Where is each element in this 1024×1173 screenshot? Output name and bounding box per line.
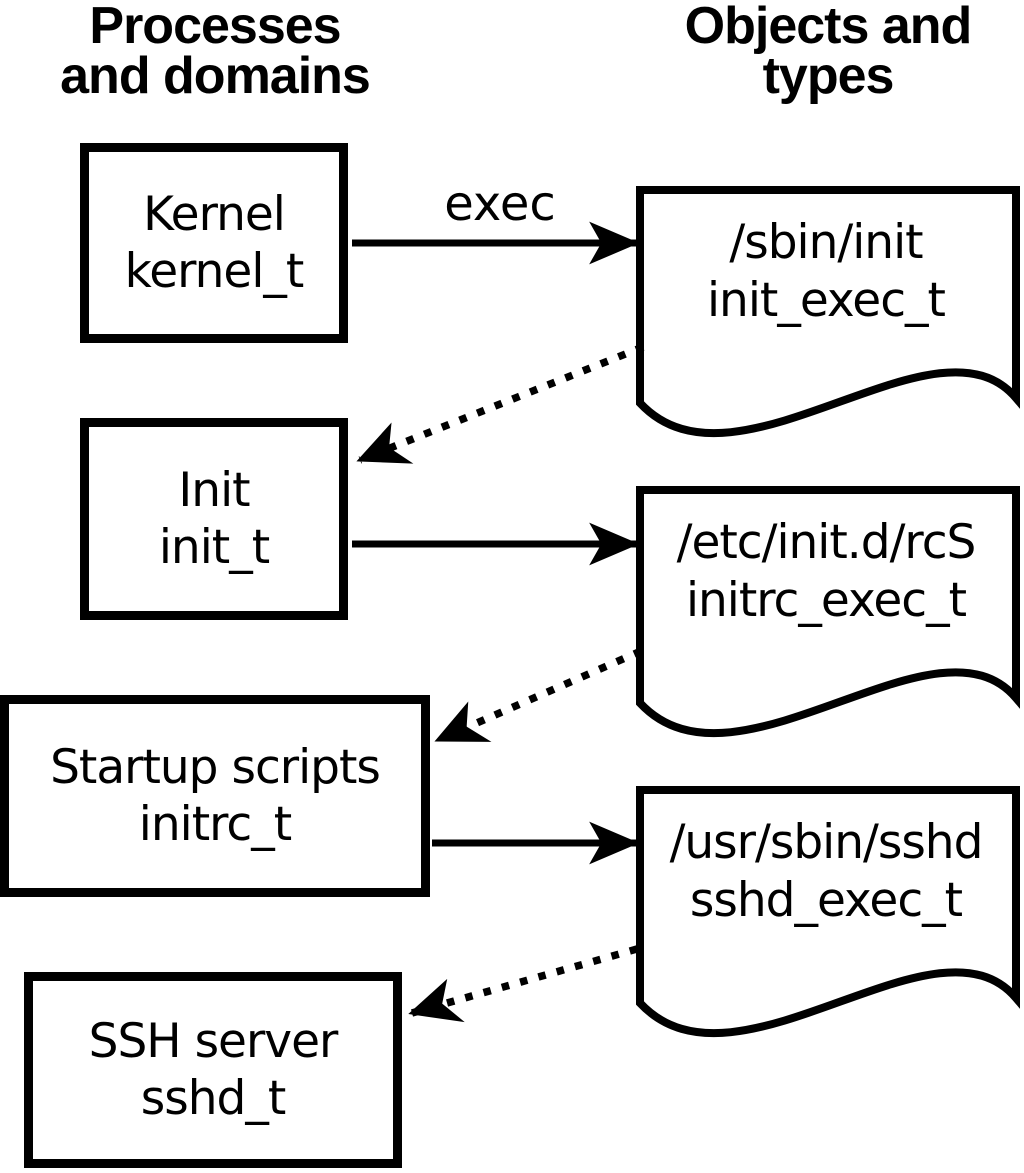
column-header-processes: Processes and domains	[0, 0, 430, 105]
object-type: init_exec_t	[707, 273, 946, 328]
process-name: Startup scripts	[50, 740, 381, 795]
process-box-kernel: Kernel kernel_t	[80, 143, 348, 343]
header-line-2: types	[762, 47, 895, 105]
object-doc-etc-initd-rcs: /etc/init.d/rcS initrc_exec_t	[636, 486, 1020, 742]
header-line-1: Objects and	[684, 0, 973, 55]
object-path: /etc/init.d/rcS	[676, 515, 977, 570]
process-box-startup-scripts: Startup scripts initrc_t	[0, 695, 430, 897]
object-path: /sbin/init	[729, 215, 923, 270]
process-domain: kernel_t	[124, 244, 305, 299]
object-type: initrc_exec_t	[685, 573, 967, 628]
process-domain: init_t	[158, 520, 270, 575]
transition-arrow-sbin-init-to-init	[356, 343, 645, 464]
process-name: SSH server	[88, 1014, 339, 1069]
header-line-2: and domains	[60, 47, 371, 105]
transition-arrow-rcs-to-startup	[434, 647, 643, 744]
header-line-1: Processes	[89, 0, 341, 55]
transition-arrow-sshd-to-ssh-server	[408, 945, 639, 1023]
column-header-objects: Objects and types	[626, 0, 1024, 105]
process-name: Kernel	[143, 187, 286, 242]
process-name: Init	[178, 463, 250, 518]
object-doc-sbin-init: /sbin/init init_exec_t	[636, 186, 1020, 442]
object-doc-usr-sbin-sshd: /usr/sbin/sshd sshd_exec_t	[636, 786, 1020, 1042]
process-domain: sshd_t	[140, 1071, 287, 1126]
document-shape	[636, 786, 1020, 1038]
process-box-ssh-server: SSH server sshd_t	[24, 972, 402, 1168]
document-shape	[636, 486, 1020, 738]
object-path: /usr/sbin/sshd	[669, 815, 984, 870]
exec-arrow-label: exec	[444, 176, 556, 232]
process-domain: initrc_t	[138, 797, 292, 852]
object-type: sshd_exec_t	[689, 873, 963, 928]
document-shape	[636, 186, 1020, 438]
process-box-init: Init init_t	[80, 418, 348, 620]
